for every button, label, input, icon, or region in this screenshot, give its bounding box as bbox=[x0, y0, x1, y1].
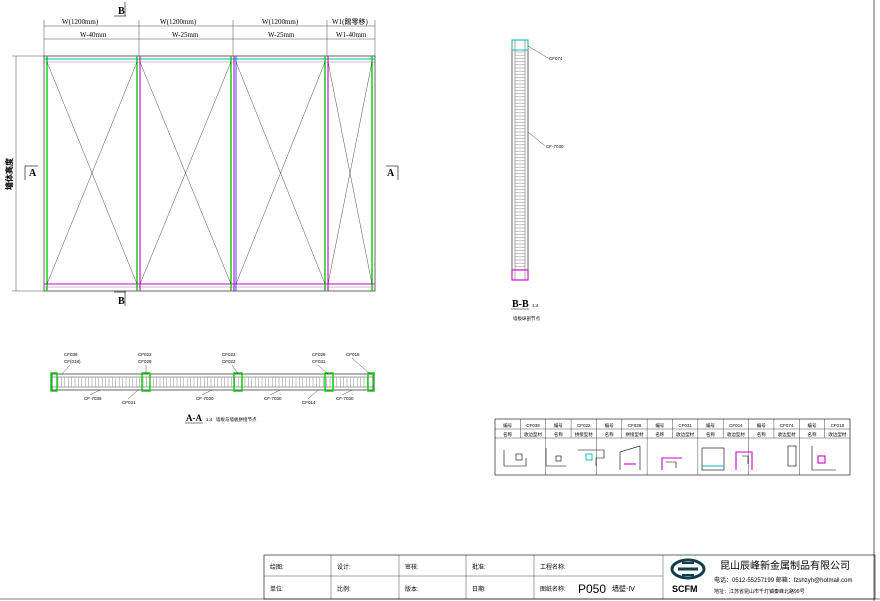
table-header-code: CF028 bbox=[628, 423, 642, 428]
aa-callout-top: CF039 bbox=[64, 352, 78, 357]
table-header-name: 名称 bbox=[807, 431, 816, 438]
dim-top-1: W(1200mm) bbox=[62, 18, 99, 26]
table-header-name: 名称 bbox=[503, 431, 512, 438]
aa-leader-bottom bbox=[269, 389, 281, 396]
tb-scale: 比例: bbox=[337, 585, 351, 593]
table-header-name: 收边型材 bbox=[727, 431, 745, 438]
table-header-name: 收边型材 bbox=[524, 431, 542, 438]
table-header-code: 编号 bbox=[503, 422, 512, 429]
table-header-name: 名称 bbox=[605, 431, 614, 438]
table-header-name: 收边型材 bbox=[676, 431, 694, 438]
aa-leader-bottom bbox=[341, 389, 353, 396]
profile-sketches bbox=[503, 445, 836, 471]
table-header-code: 编号 bbox=[757, 422, 766, 429]
aa-callout-top: CF018 bbox=[346, 352, 360, 357]
aa-callout-top: CF028 bbox=[312, 352, 326, 357]
bb-callout-top: CF074 bbox=[549, 56, 563, 61]
company-logo-icon bbox=[670, 558, 706, 580]
aa-leader-top bbox=[351, 357, 371, 375]
profile-table: 编号 CF039 编号 CF022 编号 CF028 编号 CF031 编号 CF014 编号 CF0… bbox=[494, 418, 851, 476]
tb-approve: 批准: bbox=[472, 563, 486, 571]
aa-leader-bottom bbox=[307, 389, 319, 400]
aa-callout-top: CF022 bbox=[222, 352, 236, 357]
section-marker-a-right: A bbox=[387, 168, 395, 179]
aa-callout-top: CF(018) bbox=[64, 359, 81, 364]
section-bb-view: CF074 CF-7030 B-B 1:4 墙板纵剖节点 bbox=[511, 39, 564, 322]
dim-top-2: W(1200mm) bbox=[160, 18, 197, 26]
side-label-height: 墙体高度 bbox=[4, 157, 14, 190]
tb-design: 设计: bbox=[337, 563, 351, 571]
bb-subtitle: 墙板纵剖节点 bbox=[513, 315, 540, 322]
aa-leader-top bbox=[231, 364, 239, 375]
tb-draw: 绘图: bbox=[270, 563, 284, 571]
aa-callout-top: CF028 bbox=[138, 359, 152, 364]
table-header-name: 名称 bbox=[706, 431, 715, 438]
table-header-name: 收边型材 bbox=[778, 431, 796, 438]
table-header-code: 编号 bbox=[706, 422, 715, 429]
dim-top-3: W(1200mm) bbox=[262, 18, 299, 26]
dim-bottom-3: W-25mm bbox=[268, 31, 295, 39]
aa-callout-bottom: CF-7030 bbox=[336, 396, 354, 401]
title-block: 绘图: 设计: 审核: 批准: 工程名称: 单位: 比例: 版本: 日期: 图纸… bbox=[263, 554, 876, 600]
table-header-code: CF031 bbox=[678, 423, 692, 428]
section-aa-view: CF039CF(018)CF022CF028CF022CF022CF028CF0… bbox=[50, 352, 375, 424]
company-address: 地址：江苏省昆山市千灯镇秦峰北路99号 bbox=[714, 588, 805, 595]
logo-text: SCFM bbox=[672, 584, 698, 594]
aa-leader-bottom bbox=[127, 389, 139, 400]
aa-callout-top: CF022 bbox=[222, 359, 236, 364]
table-header-code: CF018 bbox=[831, 423, 845, 428]
table-header-code: CF074 bbox=[780, 423, 794, 428]
tb-drawing-name-label: 图纸名称: bbox=[540, 585, 566, 593]
section-marker-a-left: A bbox=[29, 168, 37, 179]
tb-drawing-no: P050 bbox=[578, 582, 606, 596]
table-header-name: 名称 bbox=[655, 431, 664, 438]
table-header-name: 名称 bbox=[554, 431, 563, 438]
tb-review: 审核: bbox=[405, 563, 419, 571]
aa-callout-bottom: CF014 bbox=[302, 400, 316, 405]
section-marker-b-top: B bbox=[118, 6, 125, 17]
table-header-code: 编号 bbox=[554, 422, 563, 429]
bb-scale: 1:4 bbox=[532, 303, 539, 308]
bb-title: B-B bbox=[512, 299, 529, 310]
aa-callout-bottom: CF-7030 bbox=[264, 396, 282, 401]
aa-callout-bottom: CF-7030 bbox=[196, 396, 214, 401]
aa-callout-top: CF031 bbox=[312, 359, 326, 364]
aa-callout-bottom: CF031 bbox=[122, 400, 136, 405]
dim-bottom-1: W-40mm bbox=[80, 31, 107, 39]
tb-unit: 单位: bbox=[270, 585, 284, 593]
dim-bottom-4: W1-40mm bbox=[336, 31, 367, 39]
aa-scale: 1:4 bbox=[206, 417, 213, 422]
dim-top-4: W1(踢零移) bbox=[332, 17, 368, 26]
aa-title: A-A bbox=[186, 413, 202, 423]
aa-subtitle: 墙板与墙板拼接节点 bbox=[216, 416, 257, 423]
table-header-name: 拼接型材 bbox=[625, 431, 643, 438]
table-header-name: 名称 bbox=[757, 431, 766, 438]
table-header-code: 编号 bbox=[655, 422, 664, 429]
aa-leader-bottom bbox=[201, 389, 213, 396]
table-header-name: 收边型材 bbox=[828, 431, 846, 438]
tb-drawing-name: 墙壁-IV bbox=[612, 584, 635, 593]
table-header-code: CF022 bbox=[577, 423, 591, 428]
aa-callout-bottom: CF-7036 bbox=[84, 396, 102, 401]
company-name: 昆山辰峰新金属制品有限公司 bbox=[720, 559, 850, 572]
aa-leader-bottom bbox=[89, 389, 101, 396]
table-header-code: 编号 bbox=[807, 422, 816, 429]
aa-leader-top bbox=[61, 364, 71, 375]
table-header-code: CF039 bbox=[526, 423, 540, 428]
tb-date: 日期: bbox=[472, 585, 486, 593]
company-phone: 电话：0512-55257199 邮箱：fzshzyh@hotmail.com bbox=[714, 576, 852, 584]
aa-callout-top: CF022 bbox=[138, 352, 152, 357]
tb-version: 版本: bbox=[405, 585, 419, 593]
table-header-name: 拼接型材 bbox=[575, 431, 593, 438]
table-header-code: 编号 bbox=[605, 422, 614, 429]
aa-leader-top bbox=[317, 364, 329, 375]
elevation-view: B B A A W(1200mm) W(1200mm) W(1200mm) W1… bbox=[4, 2, 399, 307]
tb-project: 工程名称: bbox=[540, 563, 566, 571]
section-marker-b-bottom: B bbox=[118, 296, 125, 307]
table-header-code: CF014 bbox=[729, 423, 743, 428]
bb-callout-mid: CF-7030 bbox=[546, 144, 564, 149]
dim-bottom-2: W-25mm bbox=[172, 31, 199, 39]
